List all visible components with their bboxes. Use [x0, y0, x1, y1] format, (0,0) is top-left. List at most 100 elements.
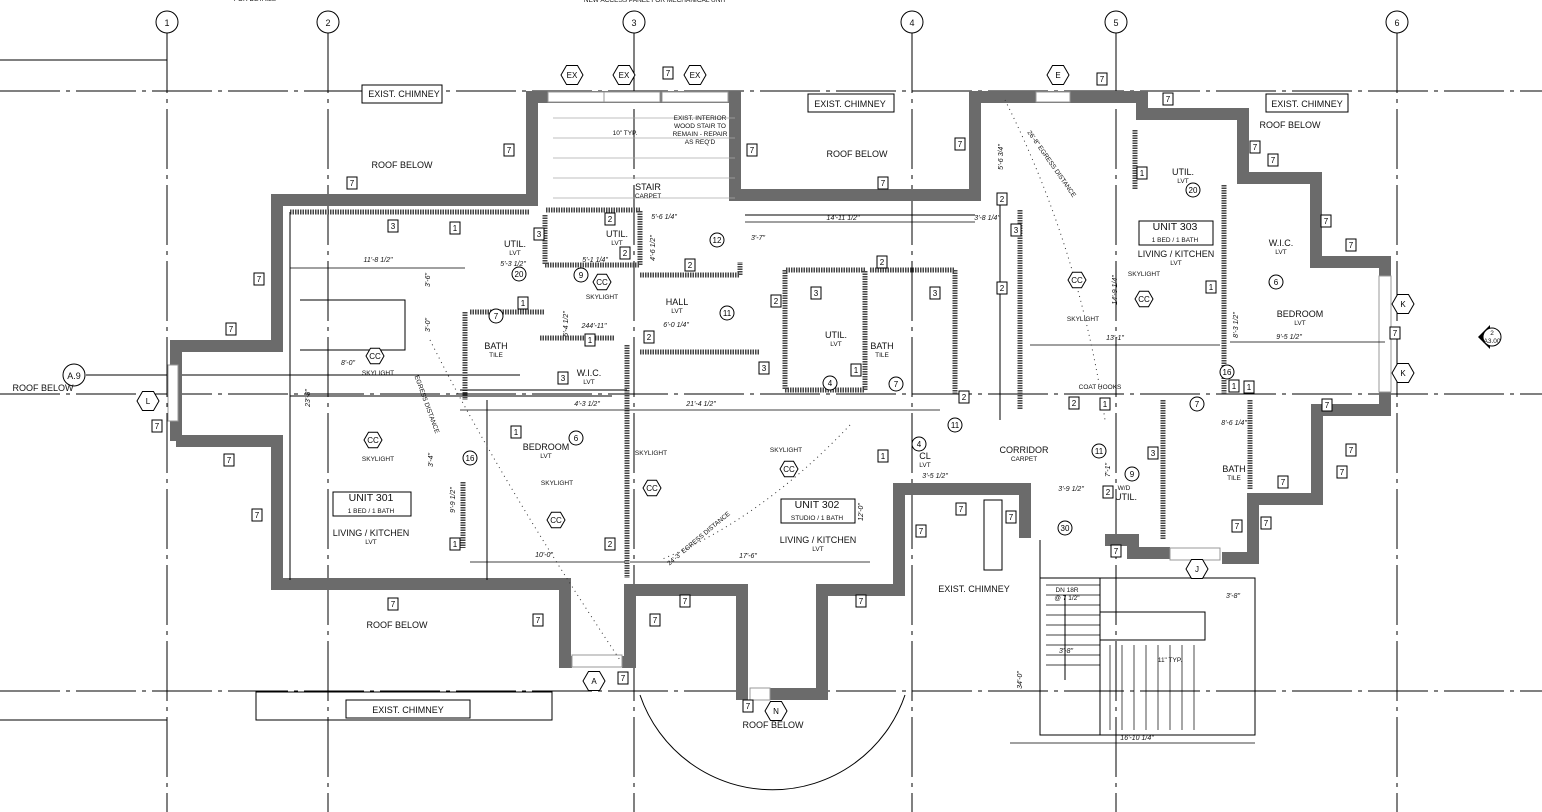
elevation-marker-hex: [1391, 294, 1415, 314]
room-name: UTIL.: [1115, 492, 1137, 502]
wall-tag-box: [958, 390, 970, 404]
dimension-label: 3'-8 1/4": [974, 215, 1000, 222]
wall-tag: 1: [1209, 283, 1214, 292]
room-name: W.I.C.: [577, 368, 602, 378]
elevation-marker-hex: [136, 391, 160, 411]
wall-tag-box: [746, 143, 758, 157]
skylight-label: SKYLIGHT: [770, 447, 802, 454]
floor-finish: LVT: [365, 539, 376, 546]
exterior-wall: [176, 435, 572, 668]
chimney-outline: [983, 499, 1003, 571]
room-name: CORRIDOR: [1000, 445, 1049, 455]
unit-type: 1 BED / 1 BATH: [348, 508, 395, 515]
unit-label-box: [1138, 220, 1214, 246]
wall-tag-box: [604, 537, 616, 551]
wall-tag-box: [850, 363, 862, 377]
dimension-label: 5'-4 1/2": [563, 311, 570, 337]
arc: [639, 694, 906, 791]
wall-tag-box: [996, 192, 1008, 206]
keynote-circle: [1057, 520, 1073, 536]
floor-finish: LVT: [583, 379, 594, 386]
wall-tag: 2: [1072, 399, 1077, 408]
stair-note: WOOD STAIR TO: [674, 123, 726, 130]
wall-tag-box: [758, 361, 770, 375]
ceiling-marker-hex: [1134, 290, 1154, 308]
wall-tag: 7: [1349, 241, 1354, 250]
dimension-label: 5'-6 3/4": [998, 144, 1005, 170]
window: [1035, 91, 1071, 103]
wall-tag: 7: [666, 69, 671, 78]
dimension-label: 3'-0": [425, 318, 432, 332]
exterior-wall: [1222, 392, 1391, 564]
floor-finish: LVT: [1177, 178, 1188, 185]
floor-finish: LVT: [1294, 320, 1305, 327]
keynote: 6: [574, 434, 579, 443]
wall-tag-box: [449, 221, 461, 235]
tread-note: 11" TYP.: [1158, 657, 1183, 664]
ceiling-marker: CC: [1071, 276, 1083, 285]
wall-tag-box: [604, 212, 616, 226]
chimney-label: EXIST. CHIMNEY: [814, 99, 886, 109]
chimney-box: [807, 93, 895, 113]
chimney-box: [1265, 93, 1349, 113]
wall-tag: 7: [958, 140, 963, 149]
grid-bubble-label: 4: [909, 18, 914, 28]
elevation-marker: EX: [619, 71, 630, 80]
roof-below-label: ROOF BELOW: [742, 720, 804, 730]
dimension-label: 5'-6 1/4": [651, 214, 677, 221]
elevation-marker-hex: [582, 671, 606, 691]
wall-tag-box: [449, 537, 461, 551]
dimension-label: 244'-11": [580, 323, 607, 330]
tread-note: 10" TYP.: [613, 130, 638, 137]
roof-below-label: ROOF BELOW: [1259, 120, 1321, 130]
wall-tag: 1: [453, 540, 458, 549]
stair-direction: DN 18R: [1055, 587, 1078, 594]
keynote-circle: [462, 450, 478, 466]
wall-tag: 7: [653, 616, 658, 625]
grid-bubble: [900, 10, 924, 34]
wall-tag: 2: [1106, 488, 1111, 497]
wall-tag-box: [1147, 446, 1159, 460]
wall-tag-box: [855, 594, 867, 608]
elevation-marker-hex: [1185, 559, 1209, 579]
floor-finish: CARPET: [635, 193, 661, 200]
dimension-label: 3'-4": [428, 453, 435, 467]
wall-tag-box: [810, 286, 822, 300]
wall-tag-box: [1205, 280, 1217, 294]
wall-tag: 7: [257, 275, 262, 284]
skylight-label: SKYLIGHT: [1067, 316, 1099, 323]
exterior-wall: [1105, 534, 1170, 559]
keynote: 12: [713, 236, 722, 245]
ceiling-marker: CC: [1138, 295, 1150, 304]
chimney-label: EXIST. CHIMNEY: [938, 584, 1010, 594]
keynote-circle: [511, 266, 527, 282]
wall-tag-box: [679, 594, 691, 608]
skylight-label: SKYLIGHT: [362, 456, 394, 463]
dimension-label: 16'-10 1/4": [1120, 735, 1154, 742]
window: [167, 364, 179, 422]
dimension-label: 4'-3 1/2": [574, 401, 600, 408]
dimension-label: 4'-6 1/2": [650, 235, 657, 261]
interior-wall: [640, 262, 743, 278]
ceiling-marker: CC: [646, 484, 658, 493]
wall-tag-box: [1099, 397, 1111, 411]
keynote-circle: [947, 417, 963, 433]
wall-tag: 7: [1349, 446, 1354, 455]
elevation-marker: E: [1055, 71, 1060, 80]
wall-tag: 7: [1271, 156, 1276, 165]
keynote: 20: [1189, 186, 1198, 195]
wall-tag: 1: [1232, 382, 1237, 391]
wall-tag: 2: [608, 215, 613, 224]
unit-label-box: [332, 491, 412, 517]
wall-tag: 7: [683, 597, 688, 606]
dimension-label: 3'-9 1/2": [1058, 486, 1084, 493]
room-name: BEDROOM: [1277, 309, 1324, 319]
elevation-marker-hex: [1046, 65, 1070, 85]
wall-tag: 7: [750, 146, 755, 155]
keynote: 11: [1095, 447, 1104, 456]
wall-tag-box: [557, 371, 569, 385]
wall-tag: 7: [1264, 519, 1269, 528]
wall-tag: 1: [521, 299, 526, 308]
dimension-label: 17'-6": [739, 553, 757, 560]
wall-tag: 7: [255, 511, 260, 520]
